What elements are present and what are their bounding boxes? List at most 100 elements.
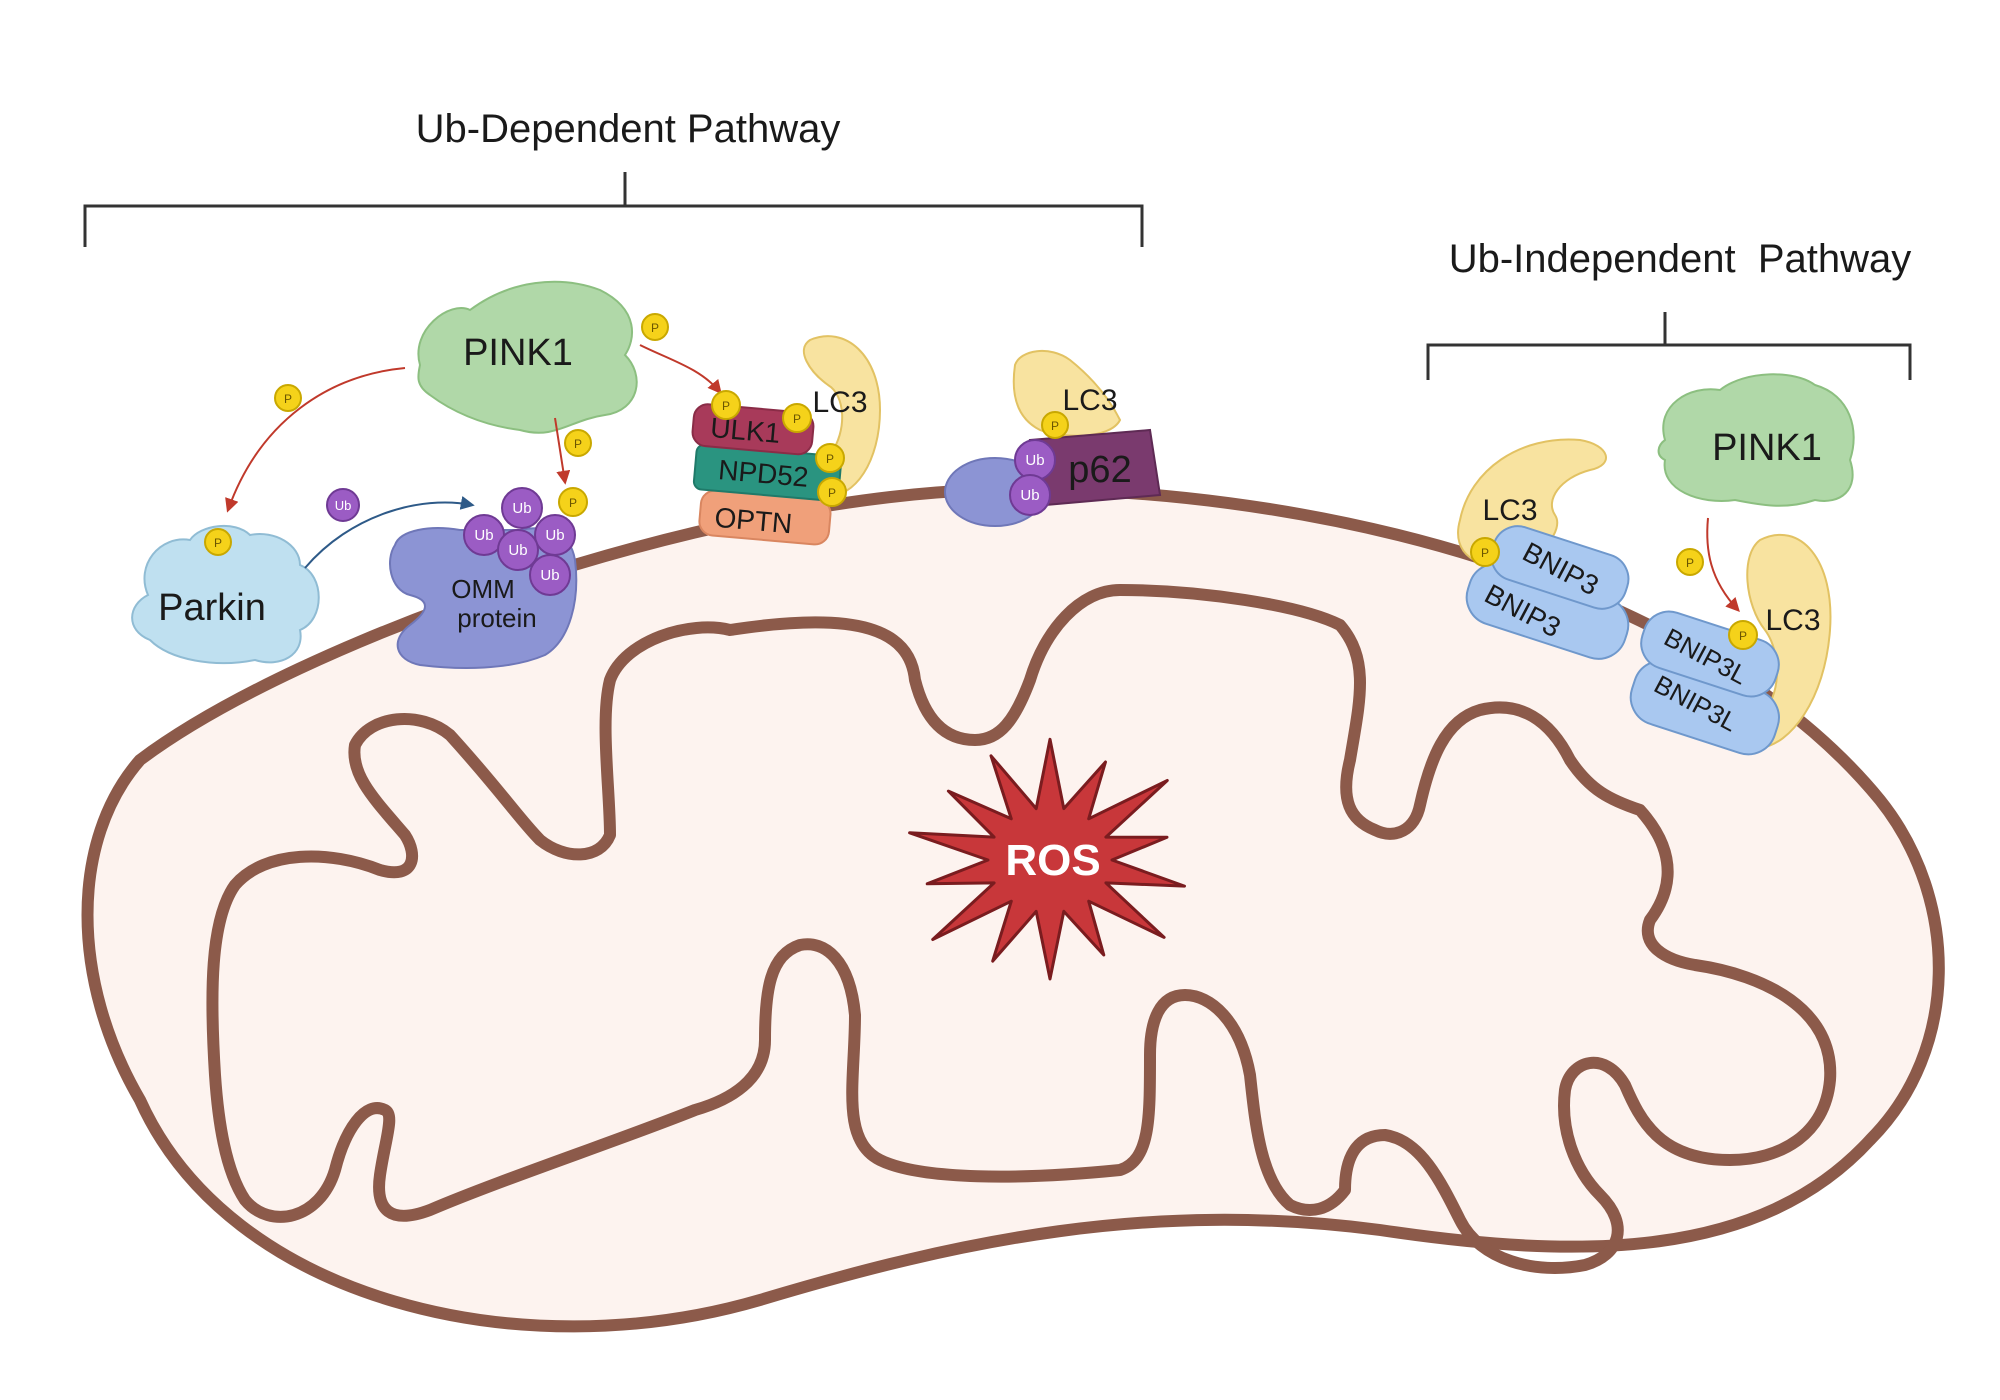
phospho-marker: P [564, 429, 592, 457]
parkin: Parkin [131, 524, 320, 665]
ub-dependent-bracket: Ub-Dependent Pathway [83, 107, 1144, 247]
ubiquitin-marker: Ub [1014, 439, 1056, 481]
lc3-p62-crescent-icon [1012, 349, 1122, 437]
phospho-marker: P [274, 384, 302, 412]
ub-dependent-title: Ub-Dependent Pathway [416, 107, 841, 151]
ubiquitin-marker: Ub [1009, 474, 1051, 516]
ubiquitin-icon [529, 554, 571, 596]
ulk1-complex: LC3 OPTN NPD52 ULK1 [691, 335, 882, 546]
phospho-icon [641, 313, 669, 341]
ubiquitin-icon [501, 487, 543, 529]
phospho-marker: P [641, 313, 669, 341]
lc3-bnip3-label: LC3 [1482, 494, 1537, 527]
phospho-icon [274, 384, 302, 412]
phospho-label: P [1051, 419, 1059, 433]
phospho-icon [782, 403, 812, 433]
phospho-marker: P [1041, 411, 1069, 439]
lc3-ulk-label: LC3 [812, 386, 867, 419]
inner-membrane-cristae [206, 584, 1837, 1274]
phospho-icon [1470, 537, 1500, 567]
phospho-icon [558, 487, 588, 517]
ub-independent-title: Ub-Independent Pathway [1449, 237, 1912, 281]
phospho-icon [1676, 548, 1704, 576]
ubiquitin-icon [497, 529, 539, 571]
arrows [225, 344, 1740, 613]
pink1-left-blob-icon [417, 280, 638, 434]
parkin-to-omm-ub-arrow [304, 496, 475, 569]
lc3-bnip3l-label: LC3 [1765, 604, 1820, 637]
ubiquitin-label: Ub [1025, 452, 1044, 469]
lc3-p62-label: LC3 [1062, 384, 1117, 417]
ubiquitin-marker: Ub [326, 488, 360, 522]
p62-complex: LC3 p62 [944, 349, 1162, 527]
ubiquitin-marker: Ub [534, 514, 576, 556]
phospho-label: P [574, 437, 582, 451]
phospho-label: P [793, 412, 801, 426]
phospho-marker: P [711, 390, 741, 420]
ros-burst: ROS [908, 737, 1186, 981]
omm-label-line2: protein [457, 603, 537, 633]
ub-independent-bracket-line [1426, 312, 1912, 380]
phospho-label: P [1686, 556, 1694, 570]
pink1-left-label: PINK1 [463, 332, 573, 374]
p62-label: p62 [1068, 449, 1131, 491]
ubiquitin-label: Ub [545, 527, 564, 544]
ubiquitin-label: Ub [508, 542, 527, 559]
ubiquitin-label: Ub [540, 567, 559, 584]
phospho-label: P [651, 321, 659, 335]
pink1-to-ulk1-arrow [639, 344, 722, 395]
phospho-label: P [826, 452, 834, 466]
phospho-label: P [214, 536, 222, 550]
phospho-icon [1041, 411, 1069, 439]
phospho-label: P [828, 486, 836, 500]
phospho-marker: P [1470, 537, 1500, 567]
parkin-label: Parkin [158, 587, 266, 629]
ubiquitin-icon [326, 488, 360, 522]
phospho-marker: P [1676, 548, 1704, 576]
bnip3l-top-block [1640, 610, 1780, 698]
phospho-marker: P [558, 487, 588, 517]
phospho-icon [815, 443, 845, 473]
ub-dependent-bracket-line [83, 172, 1144, 247]
phospho-marker: P [1728, 620, 1758, 650]
ubiquitin-marker: Ub [501, 487, 543, 529]
phospho-icon [817, 477, 847, 507]
bnip3l-complex: LC3 BNIP3L BNIP3L [1629, 533, 1832, 756]
phospho-marker: P [782, 403, 812, 433]
pink1-right-blob-icon [1657, 373, 1855, 507]
ubiquitin-marker: Ub [529, 554, 571, 596]
parkin-cloud-icon [131, 524, 320, 665]
ubiquitin-markers: Ub Ub Ub Ub Ub Ub Ub Ub [326, 439, 1056, 596]
ubiquitin-label: Ub [335, 498, 352, 513]
ubiquitin-icon [1009, 474, 1051, 516]
ubiquitin-label: Ub [474, 527, 493, 544]
phospho-marker: P [815, 443, 845, 473]
pink1-to-omm-arrow [554, 417, 571, 485]
ubiquitin-marker: Ub [497, 529, 539, 571]
phospho-label: P [1739, 629, 1747, 643]
ub-independent-bracket: Ub-Independent Pathway [1426, 237, 1912, 380]
phospho-label: P [569, 496, 577, 510]
pink1-to-parkin-arrow [225, 367, 406, 513]
ubiquitin-label: Ub [512, 500, 531, 517]
ros-star-icon [908, 737, 1186, 981]
phospho-icon [1728, 620, 1758, 650]
pink1-to-lc3-bnip3l-arrow [1706, 517, 1740, 613]
phospho-label: P [284, 392, 292, 406]
phospho-icon [204, 528, 232, 556]
pink1-left: PINK1 [417, 280, 638, 434]
phospho-markers: P P P P P P P P [204, 313, 1758, 650]
phospho-marker: P [817, 477, 847, 507]
ubiquitin-label: Ub [1020, 487, 1039, 504]
pink1-right: PINK1 [1657, 373, 1855, 507]
omm-label-line1: OMM [451, 574, 515, 604]
phospho-label: P [1481, 546, 1489, 560]
optn-label: OPTN [713, 502, 793, 540]
ros-label: ROS [1005, 836, 1100, 885]
pink1-right-label: PINK1 [1712, 427, 1822, 469]
phospho-marker: P [204, 528, 232, 556]
phospho-icon [711, 390, 741, 420]
phospho-icon [564, 429, 592, 457]
phospho-label: P [722, 399, 730, 413]
